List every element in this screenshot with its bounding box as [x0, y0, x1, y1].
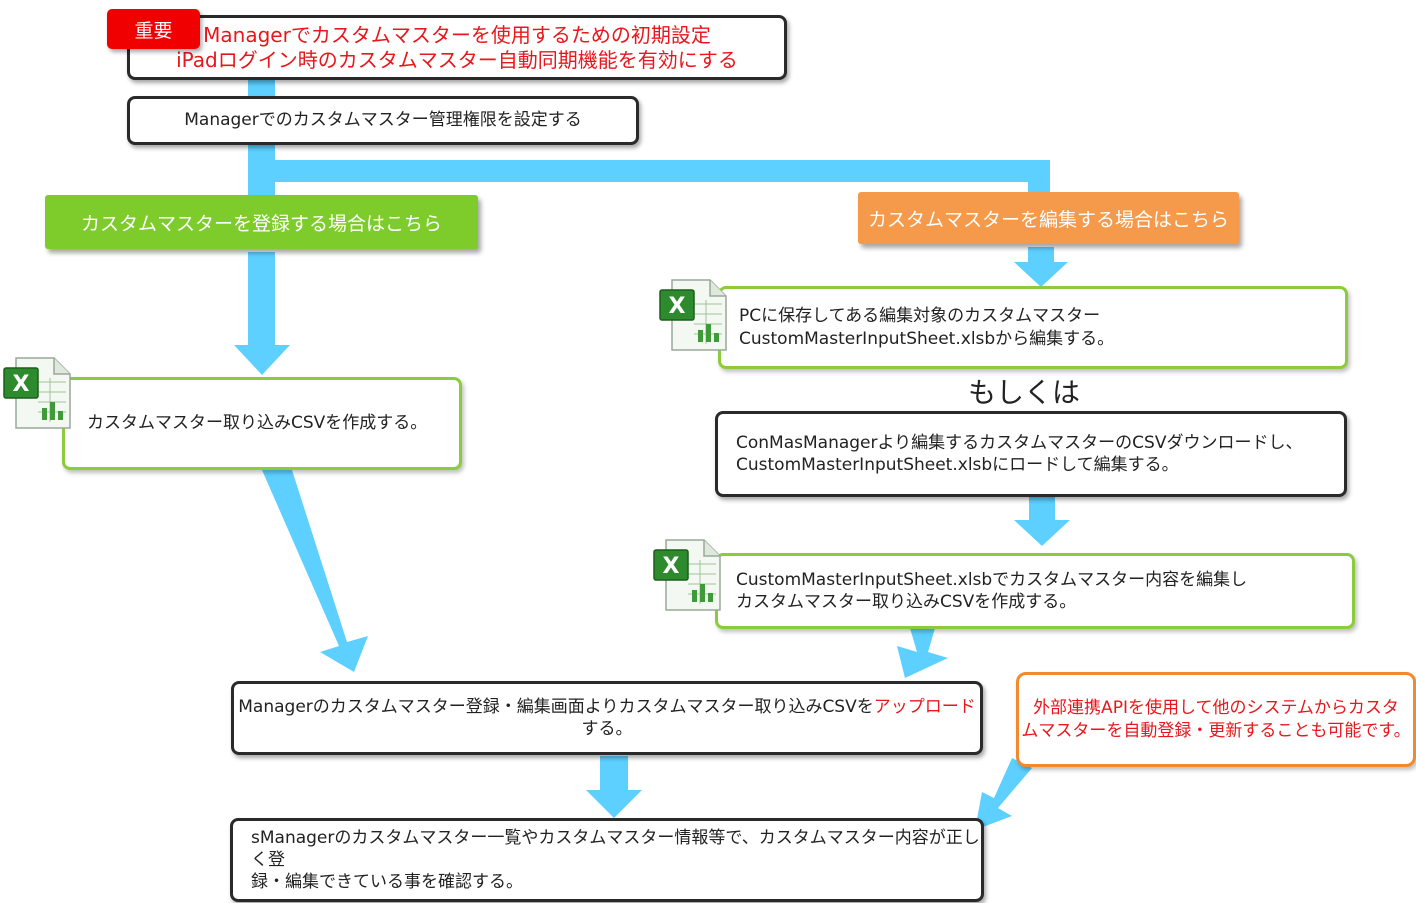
edit-pc-line2: CustomMasterInputSheet.xlsbから編集する。 [739, 328, 1115, 349]
edit-label: カスタムマスターを編集する場合はこちら [858, 192, 1239, 244]
upload-text-before: Managerのカスタムマスター登録・編集画面よりカスタムマスター取り込みCSV… [238, 696, 874, 717]
download-box: ConMasManagerより編集するカスタムマスターのCSVダウンロードし、 … [715, 411, 1347, 497]
upload-text-after: する。 [581, 719, 633, 739]
or-text: もしくは [968, 376, 1081, 409]
connector-right-down [1028, 160, 1050, 200]
arrow-down-icon [1014, 520, 1070, 546]
permission-box: Managerでのカスタムマスター管理権限を設定する [127, 96, 639, 145]
upload-box: Managerのカスタムマスター登録・編集画面よりカスタムマスター取り込みCSV… [231, 681, 983, 755]
initial-setup-line2: iPadログイン時のカスタムマスター自動同期機能を有効にする [176, 47, 738, 72]
permission-text: Managerでのカスタムマスター管理権限を設定する [184, 110, 582, 131]
svg-text:X: X [669, 294, 686, 319]
arrow-diagonal-icon [262, 470, 368, 672]
confirm-line2: 録・編集できている事を確認する。 [251, 872, 523, 893]
edit-sheet-line2: カスタムマスター取り込みCSVを作成する。 [736, 592, 1077, 612]
download-line2: CustomMasterInputSheet.xlsbにロードして編集する。 [736, 455, 1179, 475]
confirm-box: sManagerのカスタムマスター一覧やカスタムマスター情報等で、カスタムマスタ… [230, 818, 984, 902]
initial-setup-box: Managerでカスタムマスターを使用するための初期設定 iPadログイン時のカ… [127, 15, 787, 80]
arrow-down-icon [586, 790, 642, 818]
svg-text:X: X [663, 554, 680, 579]
arrow-diagonal-icon [975, 758, 1032, 830]
svg-text:X: X [13, 372, 30, 397]
arrow-diagonal-icon [897, 628, 948, 678]
api-box: 外部連携APIを使用して他のシステムからカスタ ムマスターを自動登録・更新するこ… [1016, 672, 1416, 767]
edit-sheet-line1: CustomMasterInputSheet.xlsbでカスタムマスター内容を編… [736, 569, 1248, 590]
create-csv-text: カスタムマスター取り込みCSVを作成する。 [87, 413, 428, 434]
excel-icon: X [659, 279, 727, 351]
confirm-line1: sManagerのカスタムマスター一覧やカスタムマスター情報等で、カスタムマスタ… [251, 827, 980, 870]
api-line1: 外部連携APIを使用して他のシステムからカスタ [1033, 698, 1399, 719]
edit-pc-line1: PCに保存してある編集対象のカスタムマスター [739, 306, 1101, 327]
initial-setup-line1: Managerでカスタムマスターを使用するための初期設定 [203, 23, 711, 48]
arrow-down-icon [1014, 262, 1068, 287]
create-csv-box: カスタムマスター取り込みCSVを作成する。 [62, 377, 462, 470]
edit-sheet-box: CustomMasterInputSheet.xlsbでカスタムマスター内容を編… [715, 553, 1355, 629]
edit-pc-box: PCに保存してある編集対象のカスタムマスター CustomMasterInput… [718, 286, 1348, 369]
excel-icon: X [3, 357, 71, 429]
important-badge: 重要 [107, 9, 200, 49]
api-line2: ムマスターを自動登録・更新することも可能です。 [1021, 720, 1411, 741]
upload-text-highlight: アップロード [873, 696, 976, 717]
connector-branch [248, 160, 1050, 182]
arrow-down-icon [234, 345, 290, 375]
download-line1: ConMasManagerより編集するカスタムマスターのCSVダウンロードし、 [736, 432, 1303, 453]
excel-icon: X [653, 539, 721, 611]
register-label: カスタムマスターを登録する場合はこちら [45, 195, 478, 249]
